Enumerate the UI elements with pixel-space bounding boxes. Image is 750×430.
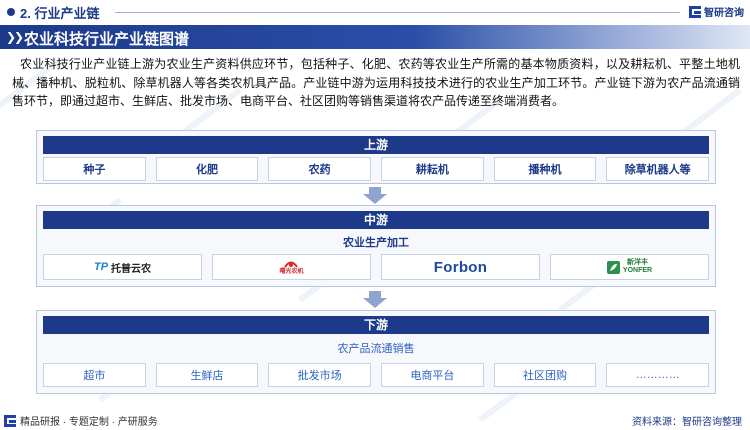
tuopu-logo: TP 托普云农	[94, 260, 151, 275]
down-arrow-icon	[363, 291, 387, 308]
downstream-sublabel: 农产品流通销售	[337, 343, 415, 355]
brand-logo: 智研咨询	[689, 4, 744, 19]
source-note: 资料来源：智研咨询整理	[632, 417, 742, 428]
yonfer-text: 新洋丰 YONFER	[623, 259, 652, 275]
section-label: 2. 行业产业链	[20, 6, 100, 21]
upstream-item-fertilizer: 化肥	[155, 157, 259, 181]
top-bar: 2. 行业产业链 智研咨询	[0, 0, 750, 24]
upstream-panel: 上游 种子 化肥 农药 耕耘机 播种机 除草机器人等	[36, 130, 716, 184]
header-rule	[115, 12, 680, 13]
tuopu-mark-icon: TP	[93, 261, 109, 273]
down-arrow-icon	[363, 187, 387, 204]
forbon-logo: Forbon	[433, 258, 488, 276]
title-banner: ❯❯ 农业科技行业产业链图谱	[0, 25, 750, 49]
midstream-companies: TP 托普云农 曙光农机 Forbon 新	[43, 254, 709, 280]
footer-tagline-text: 精品研报 · 专题定制 · 产研服务	[20, 417, 158, 428]
shuguang-sun-icon	[284, 261, 299, 268]
footer-tagline: 精品研报 · 专题定制 · 产研服务	[4, 413, 158, 428]
page-title: 农业科技行业产业链图谱	[24, 31, 190, 48]
downstream-item-ecommerce: 电商平台	[381, 363, 484, 387]
upstream-item-seed: 种子	[43, 157, 146, 181]
company-forbon: Forbon	[381, 254, 540, 280]
yonfer-en-name: YONFER	[622, 267, 653, 274]
downstream-items: 超市 生鲜店 批发市场 电商平台 社区团购 …………	[43, 363, 710, 387]
upstream-item-tiller: 耕耘机	[381, 157, 484, 181]
upstream-items: 种子 化肥 农药 耕耘机 播种机 除草机器人等	[43, 157, 710, 181]
downstream-item-supermarket: 超市	[43, 363, 146, 387]
company-shuguang: 曙光农机	[212, 254, 371, 280]
shuguang-logo: 曙光农机	[279, 258, 304, 276]
downstream-item-fresh-store: 生鲜店	[155, 363, 259, 387]
upstream-item-pesticide: 农药	[268, 157, 372, 181]
upstream-header: 上游	[43, 136, 709, 154]
midstream-header: 中游	[43, 211, 709, 229]
upstream-item-weeding-robot: 除草机器人等	[606, 157, 710, 181]
shuguang-name: 曙光农机	[279, 269, 304, 275]
downstream-item-community-buy: 社区团购	[493, 363, 597, 387]
downstream-panel: 下游 农产品流通销售 超市 生鲜店 批发市场 电商平台 社区团购 …………	[36, 310, 716, 394]
tuopu-name: 托普云农	[111, 263, 152, 275]
downstream-item-wholesale: 批发市场	[268, 363, 372, 387]
description-text: 农业科技行业产业链上游为农业生产资料供应环节，包括种子、化肥、农药等农业生产所需…	[12, 57, 740, 108]
footer-brand-mark-icon	[4, 414, 16, 427]
brand-mark-icon	[689, 5, 701, 18]
downstream-header: 下游	[43, 316, 709, 334]
yonfer-leaf-icon	[606, 260, 620, 274]
upstream-item-seeder: 播种机	[493, 157, 597, 181]
company-yonfer: 新洋丰 YONFER	[550, 254, 709, 280]
yonfer-cn-name: 新洋丰	[626, 259, 648, 266]
midstream-sublabel: 农业生产加工	[343, 237, 409, 249]
double-chevron-icon: ❯❯	[6, 30, 24, 44]
midstream-panel: 中游 农业生产加工 TP 托普云农 曙光农机 Forbon	[36, 205, 716, 287]
company-tuopu: TP 托普云农	[43, 254, 202, 280]
yonfer-logo: 新洋丰 YONFER	[606, 259, 652, 275]
section-bullet-icon	[7, 8, 15, 16]
downstream-item-more: …………	[606, 363, 710, 387]
brand-name: 智研咨询	[704, 8, 744, 19]
